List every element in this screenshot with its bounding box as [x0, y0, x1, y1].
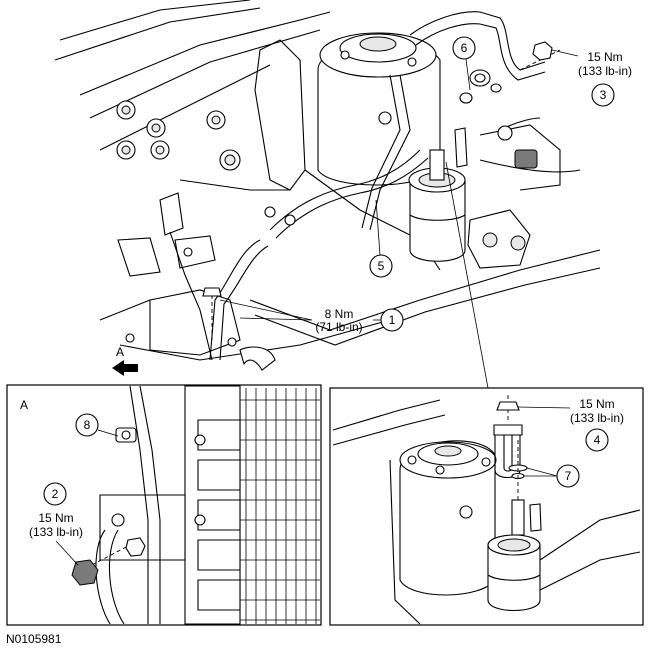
item-4-nut	[496, 395, 520, 420]
callout-7-number: 7	[565, 469, 572, 483]
suction-accumulator	[408, 127, 468, 262]
callout-4-number: 4	[594, 433, 601, 447]
strut-tower	[317, 32, 441, 186]
callout-2: 2 15 Nm (133 lb-in)	[29, 482, 83, 566]
item-1-bolt	[202, 287, 222, 340]
pressure-switch-connector	[497, 125, 538, 169]
callout-4: 15 Nm (133 lb-in) 4	[517, 397, 624, 452]
callout-5-number: 5	[378, 259, 385, 273]
item-3-nut	[519, 41, 561, 71]
figure-id: N0105981	[6, 632, 62, 646]
callout-3-number: 3	[600, 88, 607, 102]
callout-8: 8	[75, 413, 119, 437]
item-2-nut	[71, 537, 146, 586]
callout-2-number: 2	[52, 487, 59, 501]
item-8-o-ring-fitting	[115, 427, 137, 443]
view-a-arrow-label: A	[116, 345, 124, 359]
callout-1-torque-lbin: (71 lb-in)	[315, 320, 362, 334]
callout-3-torque-nm: 15 Nm	[587, 50, 622, 64]
callout-3-torque-lbin: (133 lb-in)	[578, 64, 632, 78]
callout-4-torque-nm: 15 Nm	[579, 397, 614, 411]
main-engine-bay-view	[54, 0, 601, 371]
inset-a-label: A	[20, 398, 28, 412]
callout-5: 5	[369, 199, 393, 278]
callout-3: 15 Nm (133 lb-in) 3	[551, 49, 632, 107]
inset-view-accumulator: 15 Nm (133 lb-in) 4 7	[329, 387, 644, 626]
view-a-arrow: A	[112, 345, 138, 376]
callout-1: 8 Nm (71 lb-in) 1	[219, 299, 404, 334]
inset-accumulator	[487, 499, 542, 611]
callout-2-torque-nm: 15 Nm	[38, 511, 73, 525]
callout-6: 6	[452, 36, 476, 91]
left-bracket-assembly	[117, 192, 216, 361]
callout-4-torque-lbin: (133 lb-in)	[570, 411, 624, 425]
callout-1-torque-nm: 8 Nm	[325, 307, 354, 321]
inset-view-a: A	[6, 384, 322, 626]
callout-6-number: 6	[461, 41, 468, 55]
callout-2-torque-lbin: (133 lb-in)	[29, 525, 83, 539]
inset-leader-line	[445, 161, 489, 389]
callout-7: 7	[524, 464, 580, 488]
condenser-fins	[240, 386, 320, 624]
item-6-o-ring-seal	[459, 69, 502, 104]
apron-bolts	[116, 100, 241, 171]
callout-1-number: 1	[389, 313, 396, 327]
inset-strut-tower	[399, 440, 497, 596]
callout-8-number: 8	[84, 418, 91, 432]
